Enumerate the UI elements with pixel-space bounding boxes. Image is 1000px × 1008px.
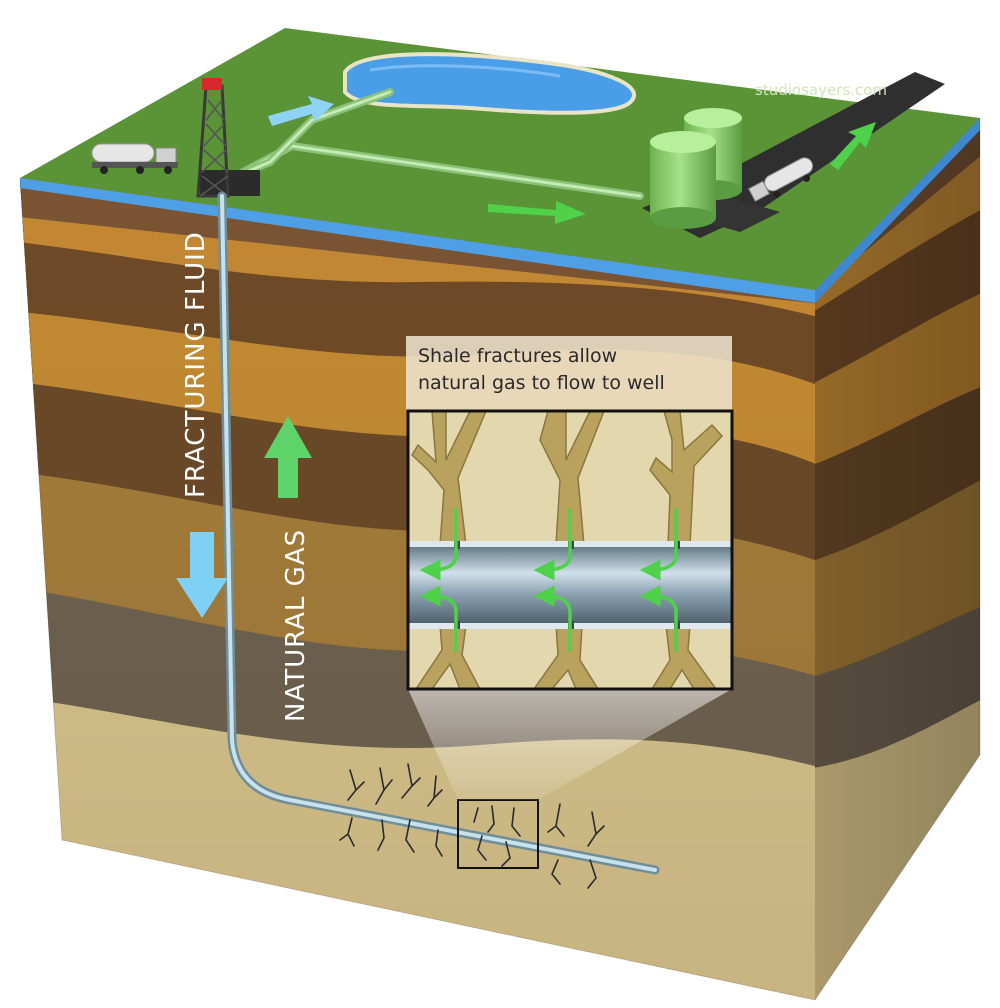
storage-tank-icon	[650, 131, 716, 229]
detail-inset	[408, 411, 732, 689]
callout-line-1: Shale fractures allow	[418, 345, 617, 367]
natural-gas-label: NATURAL GAS	[281, 529, 311, 722]
callout-line-2: natural gas to flow to well	[418, 372, 665, 394]
watermark: studiosayers.com	[755, 81, 887, 99]
fracturing-fluid-label: FRACTURING FLUID	[181, 231, 211, 498]
fluid-pond	[345, 54, 634, 113]
